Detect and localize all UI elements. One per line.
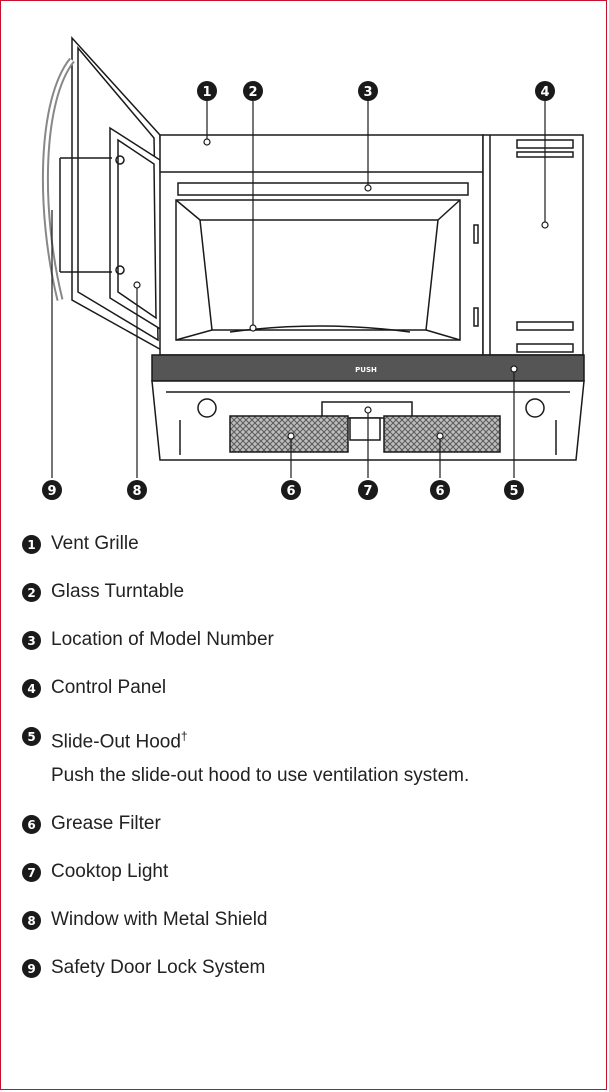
number-badge: 5	[22, 727, 41, 746]
callout-6b: 6	[430, 480, 450, 500]
legend-label: Grease Filter	[51, 813, 161, 835]
legend-item-vent-grille: 1 Vent Grille	[22, 532, 582, 556]
callout-9: 9	[42, 480, 62, 500]
svg-text:3: 3	[363, 85, 372, 100]
number-badge: 7	[22, 863, 41, 883]
legend-item-cooktop-light: 7 Cooktop Light	[22, 860, 582, 884]
grease-filter-right	[383, 415, 501, 453]
legend-item-glass-turntable: 2 Glass Turntable	[22, 580, 582, 604]
legend-label: Window with Metal Shield	[51, 909, 268, 931]
control-panel	[482, 134, 584, 356]
microwave-diagram: PUSH 1 2 3 4 5 6 7 6 8 9	[41, 36, 585, 500]
legend-description: Push the slide-out hood to use ventilati…	[51, 765, 470, 787]
legend-item-slide-out-hood: 5 Slide-Out Hood† Push the slide-out hoo…	[22, 724, 582, 788]
svg-text:8: 8	[132, 484, 141, 499]
number-badge: 8	[22, 911, 41, 931]
number-badge: 9	[22, 959, 41, 979]
svg-text:6: 6	[435, 484, 444, 499]
legend-label: Glass Turntable	[51, 581, 185, 602]
legend-item-grease-filter: 6 Grease Filter	[22, 812, 582, 836]
svg-text:6: 6	[286, 484, 295, 499]
slide-out-hood: PUSH	[151, 354, 585, 382]
callout-8: 8	[127, 480, 147, 500]
svg-text:4: 4	[540, 85, 549, 100]
parts-legend: 1 Vent Grille 2 Glass Turntable 3 Locati…	[22, 532, 582, 1004]
number-badge: 3	[22, 631, 41, 650]
legend-item-model-number: 3 Location of Model Number	[22, 628, 582, 652]
number-badge: 6	[22, 815, 41, 835]
callout-3: 3	[358, 81, 378, 101]
callout-5: 5	[504, 480, 524, 500]
legend-label: Control Panel	[51, 677, 167, 698]
push-label: PUSH	[355, 366, 377, 374]
dagger-mark: †	[180, 729, 188, 743]
legend-label: Location of Model Number	[51, 629, 274, 650]
callout-6a: 6	[281, 480, 301, 500]
legend-item-window: 8 Window with Metal Shield	[22, 908, 582, 932]
legend-label: Cooktop Light	[51, 861, 169, 883]
callout-2: 2	[243, 81, 263, 101]
number-badge: 4	[22, 679, 41, 698]
svg-text:7: 7	[363, 484, 372, 499]
svg-text:5: 5	[509, 484, 518, 499]
legend-label: Safety Door Lock System	[51, 957, 266, 979]
legend-item-control-panel: 4 Control Panel	[22, 676, 582, 700]
legend-label: Vent Grille	[51, 533, 139, 554]
leader-lines	[51, 101, 549, 478]
legend-label: Slide-Out Hood	[51, 731, 181, 753]
microwave-cabinet	[159, 134, 484, 356]
number-badge: 2	[22, 583, 41, 602]
callout-7: 7	[358, 480, 378, 500]
svg-text:9: 9	[47, 484, 56, 499]
svg-text:1: 1	[202, 85, 211, 100]
microwave-door	[41, 36, 166, 354]
callout-4: 4	[535, 81, 555, 101]
legend-item-door-lock: 9 Safety Door Lock System	[22, 956, 582, 980]
number-badge: 1	[22, 535, 41, 554]
callout-1: 1	[197, 81, 217, 101]
svg-text:2: 2	[248, 85, 257, 100]
